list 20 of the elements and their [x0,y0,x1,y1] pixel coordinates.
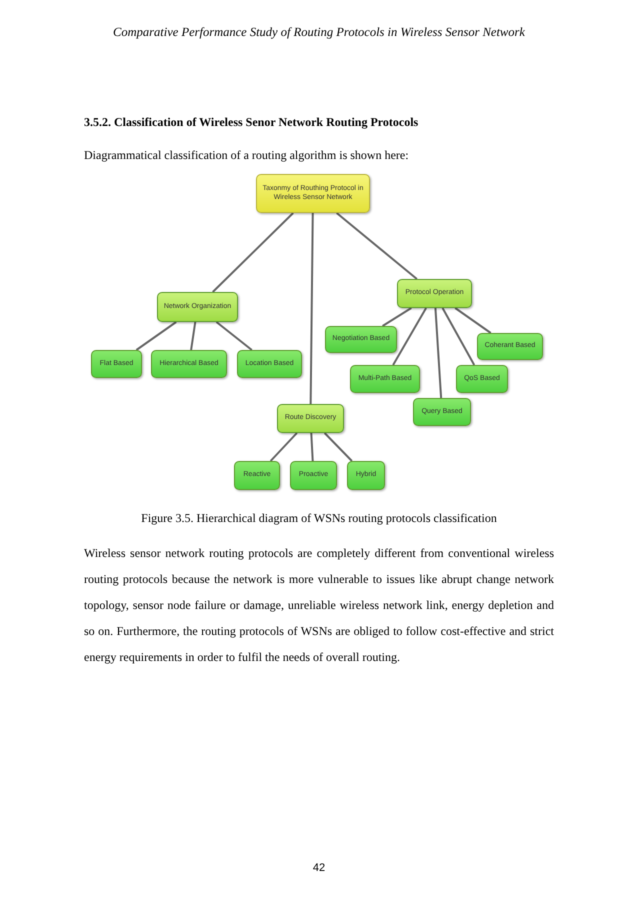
figure-caption: Figure 3.5. Hierarchical diagram of WSNs routing protocols classification [140,511,498,526]
connector-line [454,307,492,334]
connector-line [434,308,442,398]
connector-line [270,432,298,462]
connector-line [442,308,476,366]
connector-line [310,212,314,404]
running-header: Comparative Performance Study of Routing Protocols in Wireless Sensor Network [112,25,526,40]
connector-line [136,321,177,351]
body-paragraph: Wireless sensor network routing protocols are completely different from conventional wireless routing protocols because the network is more vulnerable to issues like abrupt change network topology, sensor node failure or damage, unreliable wireless network link, energy depletion and so on. Furthermore, the routing protocols of WSNs are obliged to follow cost-effective and strict energy requirements in order to fulfil the needs of overall routing. [84,545,554,666]
connector-line [190,322,196,350]
connector-line [212,212,294,293]
connector-line [324,432,353,462]
connector-line [392,308,427,366]
page-number: 42 [312,862,326,874]
intro-text: Diagrammatical classification of a routing algorithm is shown here: [84,148,410,163]
section-heading: 3.5.2. Classification of Wireless Senor Network Routing Protocols [84,115,420,130]
connector-line [382,307,412,327]
connector-line [216,321,252,351]
connector-line [310,432,314,462]
connector-line [336,212,418,280]
